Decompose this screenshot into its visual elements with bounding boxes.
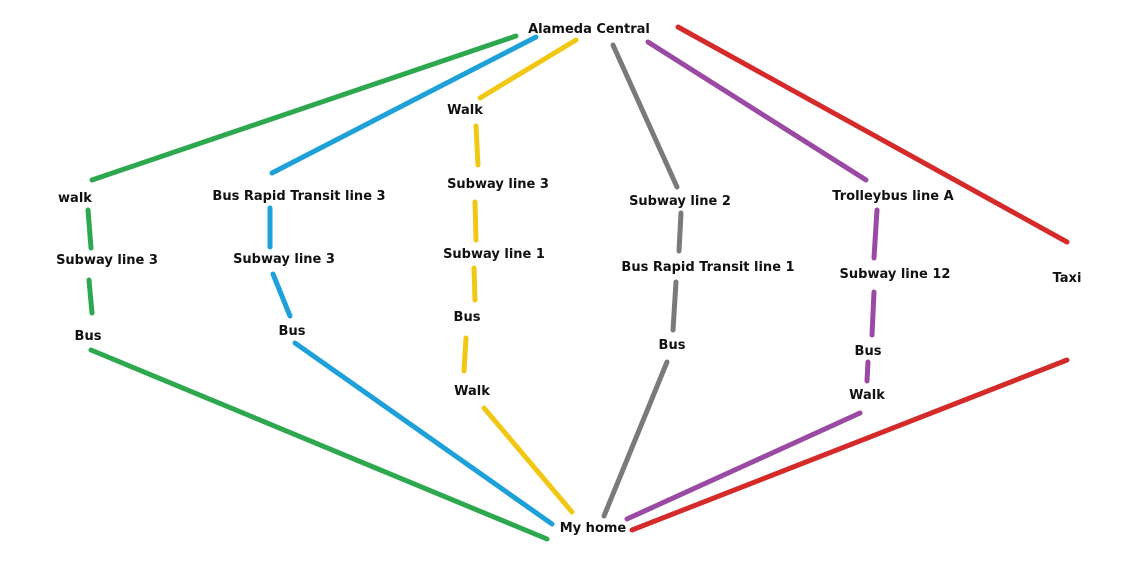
purple-edge-trolley-to-subway12 [871,207,880,261]
purple-edge-origin-to-trolley [645,39,869,183]
green-step-2: Subway line 3 [56,253,158,268]
gray-edge-brt1-to-bus [670,279,679,333]
green-edge-subway3-to-bus [86,277,95,316]
blue-edge-bus-to-home [292,340,555,527]
yellow-edge-subway3-to-subway1 [472,199,479,243]
yellow-edge-bus-to-walk [461,335,469,374]
gray-edge-bus-to-home [601,359,670,519]
purple-step-4: Walk [849,388,885,403]
blue-step-3: Bus [279,324,306,339]
gray-step-3: Bus [659,338,686,353]
gray-step-1: Subway line 2 [629,194,731,209]
blue-edge-origin-to-brt3 [269,34,539,176]
blue-step-2: Subway line 3 [233,252,335,267]
purple-step-1: Trolleybus line A [832,189,953,204]
yellow-edge-walk-to-home [481,405,575,515]
yellow-step-2: Subway line 3 [447,177,549,192]
yellow-step-5: Walk [454,384,490,399]
purple-step-2: Subway line 12 [840,267,951,282]
yellow-edge-subway1-to-bus [471,265,478,303]
yellow-step-1: Walk [447,103,483,118]
yellow-step-4: Bus [454,310,481,325]
yellow-edge-walk-to-subway3 [473,123,481,168]
red-edge-taxi-to-home [629,357,1070,533]
gray-edge-origin-to-subway2 [610,42,680,190]
green-edge-walk-to-subway3 [85,207,94,251]
yellow-step-3: Subway line 1 [443,247,545,262]
destination-label: My home [560,521,627,536]
green-edge-bus-to-home [88,347,550,542]
red-edge-origin-to-taxi [675,24,1070,245]
blue-edge-subway3-to-bus [270,271,293,319]
green-edge-origin-to-walk [89,33,519,183]
red-step-1: Taxi [1053,271,1082,286]
purple-step-3: Bus [855,344,882,359]
green-step-3: Bus [75,329,102,344]
green-step-1: walk [58,191,92,206]
purple-edge-subway12-to-bus [869,289,877,338]
yellow-edge-origin-to-walk [477,37,579,101]
purple-edge-bus-to-walk [864,359,871,384]
gray-step-2: Bus Rapid Transit line 1 [621,260,794,275]
purple-edge-walk-to-home [624,410,863,522]
blue-step-1: Bus Rapid Transit line 3 [212,189,385,204]
origin-label: Alameda Central [528,22,650,37]
gray-edge-subway2-to-brt1 [676,210,684,254]
